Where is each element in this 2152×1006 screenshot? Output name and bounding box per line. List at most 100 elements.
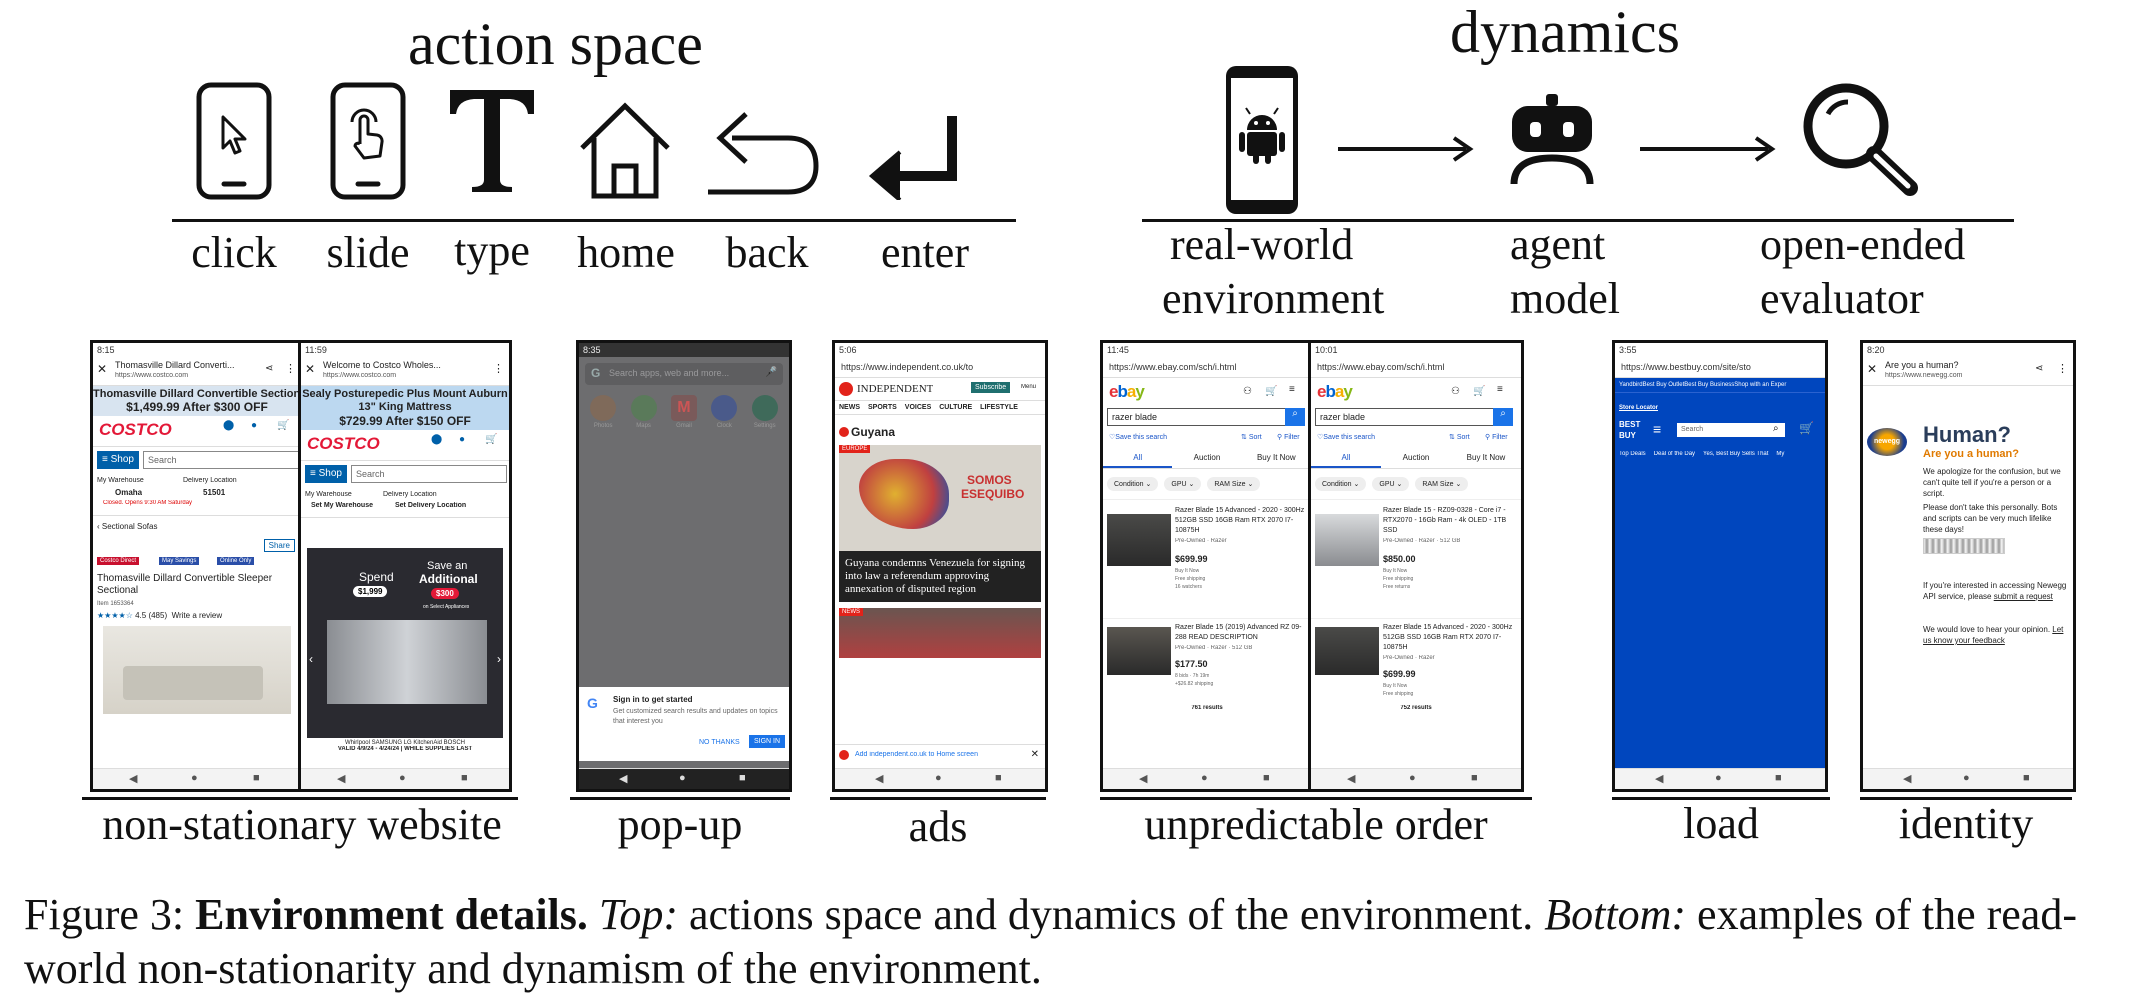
nav-voices[interactable]: VOICES [904,404,932,411]
warehouse-value[interactable]: Set My Warehouse [311,502,373,509]
chip-gpu[interactable]: GPU ⌄ [1164,477,1202,491]
submit-request-link[interactable]: submit a request [1993,592,2053,601]
save-search-link[interactable]: ♡Save this search [1109,434,1168,441]
app-clock[interactable]: Clock [711,395,738,429]
store-locator-link[interactable]: Store Locator [1619,405,1659,411]
search-button[interactable]: ⌕ [1285,408,1305,426]
share-icon[interactable]: ⋖ [2035,363,2044,374]
menu-icon[interactable]: ≡ [1497,384,1503,395]
tab-all[interactable]: All [1103,448,1173,468]
menu-icon[interactable]: ≡ [1653,421,1662,437]
filter-button[interactable]: ⚲ Filter [1485,434,1508,441]
nav-deal-of-the-day[interactable]: Deal of the Day [1653,451,1696,457]
shop-button[interactable]: ≡ Shop [305,465,347,483]
app-settings[interactable]: Settings [751,395,778,429]
ebay-logo[interactable]: ebay [1317,382,1353,401]
chip-gpu[interactable]: GPU ⌄ [1372,477,1410,491]
menu-button[interactable]: Menu [1021,384,1037,390]
sign-in-button[interactable]: SIGN IN [749,735,786,748]
close-icon[interactable]: ✕ [1030,749,1039,760]
tab-buy-it-now[interactable]: Buy It Now [1256,453,1296,462]
write-review-link[interactable]: Write a review [171,611,223,620]
carousel-prev-icon[interactable]: ‹ [309,652,313,666]
url-bar[interactable]: https://www.ebay.com/sch/i.html [1311,357,1521,378]
nav-yes-best-buy[interactable]: Yes, Best Buy Sells That [1703,451,1769,457]
listing-item[interactable]: Razer Blade 15 Advanced - 2020 - 300Hz 5… [1103,500,1311,619]
no-thanks-button[interactable]: NO THANKS [699,739,740,746]
delivery-value[interactable]: Set Delivery Location [395,502,467,509]
search-icon[interactable]: ⌕ [1773,423,1779,434]
warehouse-value[interactable]: Omaha [115,488,143,497]
sort-button[interactable]: ⇅ Sort [1449,434,1470,441]
tab-buy-it-now[interactable]: Buy It Now [1466,453,1506,462]
nav-culture[interactable]: CULTURE [939,404,973,411]
search-input[interactable]: Search [1677,423,1785,437]
independent-logo[interactable]: INDEPENDENT [857,383,934,395]
article-image[interactable]: EUROPE SOMOS ESEQUIBO [839,445,1041,551]
menu-icon[interactable]: ≡ [1289,384,1295,395]
search-input[interactable]: razer blade [1107,408,1289,426]
cart-icon[interactable]: 🛒 [277,420,290,431]
chip-condition[interactable]: Condition ⌄ [1315,477,1367,491]
cart-icon[interactable]: 🛒 [1473,386,1486,397]
close-icon[interactable]: ✕ [1867,362,1878,376]
sort-button[interactable]: ⇅ Sort [1241,434,1262,441]
nav-my[interactable]: My [1776,451,1785,457]
top-links[interactable]: YandbirdBest Buy OutletBest Buy Business… [1615,378,1825,393]
chip-ram-size[interactable]: RAM Size ⌄ [1415,477,1469,491]
tab-auction[interactable]: Auction [1402,453,1430,462]
ebay-logo[interactable]: ebay [1109,382,1145,401]
feedback-link[interactable]: Let us know your feedback [1923,625,2064,645]
account-icon[interactable]: ● [459,434,466,445]
shop-button[interactable]: ≡ Shop [97,451,139,469]
url-bar[interactable]: https://www.independent.co.uk/to [835,357,1045,378]
cart-icon[interactable]: 🛒 [485,434,498,445]
close-icon[interactable]: ✕ [97,362,108,376]
chip-ram-size[interactable]: RAM Size ⌄ [1207,477,1261,491]
subscribe-button[interactable]: Subscribe [971,382,1011,393]
close-icon[interactable]: ✕ [305,362,316,376]
share-button[interactable]: Share [263,539,295,552]
menu-icon[interactable]: ⋮ [493,363,504,375]
tab-all[interactable]: All [1311,448,1381,468]
add-to-home-banner[interactable]: Add independent.co.uk to Home screen ✕ [835,744,1045,767]
account-icon[interactable]: ⚇ [1451,386,1460,397]
appliance-ad[interactable]: Spend $1,999 Save an Additional $300 on … [307,548,503,738]
delivery-value[interactable]: 51501 [203,488,226,497]
chip-condition[interactable]: Condition ⌄ [1107,477,1159,491]
breadcrumb-back[interactable]: ‹ Sectional Sofas [97,522,158,531]
location-icon[interactable]: ⬤ [431,434,443,445]
search-input[interactable]: Search [143,451,299,469]
nav-top-deals[interactable]: Top Deals [1619,451,1646,457]
menu-icon[interactable]: ⋮ [285,363,296,375]
share-icon[interactable]: ⋖ [265,363,274,374]
listing-item[interactable]: Razer Blade 15 (2019) Advanced RZ 09-288… [1103,619,1311,705]
search-input[interactable]: Search [351,465,507,483]
tab-auction[interactable]: Auction [1193,453,1221,462]
menu-icon[interactable]: ⋮ [2057,363,2068,375]
search-input[interactable]: razer blade [1315,408,1497,426]
cart-icon[interactable]: 🛒 [1799,421,1814,435]
url-bar[interactable]: https://www.bestbuy.com/site/sto [1615,357,1825,378]
filter-button[interactable]: ⚲ Filter [1277,434,1300,441]
captcha-image[interactable] [1923,538,2005,554]
costco-logo[interactable]: COSTCO [307,434,380,453]
nav-sports[interactable]: SPORTS [868,404,897,411]
listing-item[interactable]: Razer Blade 15 Advanced - 2020 - 300Hz 5… [1311,619,1521,705]
url-bar[interactable]: https://www.ebay.com/sch/i.html [1103,357,1311,378]
cart-icon[interactable]: 🛒 [1265,386,1278,397]
search-button[interactable]: ⌕ [1493,408,1513,426]
app-maps[interactable]: Maps [630,395,657,429]
app-photos[interactable]: Photos [590,395,617,429]
listing-item[interactable]: Razer Blade 15 - RZ09-0328 - Core i7 - R… [1311,500,1521,619]
carousel-next-icon[interactable]: › [497,652,501,666]
nav-news[interactable]: NEWS [839,404,860,411]
account-icon[interactable]: ● [251,420,258,431]
headline[interactable]: Guyana condemns Venezuela for signing in… [839,551,1041,602]
save-search-link[interactable]: ♡Save this search [1317,434,1376,441]
search-input[interactable]: G Search apps, web and more... 🎤 [585,363,783,385]
news-image[interactable]: NEWS [839,608,1041,658]
account-icon[interactable]: ⚇ [1243,386,1252,397]
